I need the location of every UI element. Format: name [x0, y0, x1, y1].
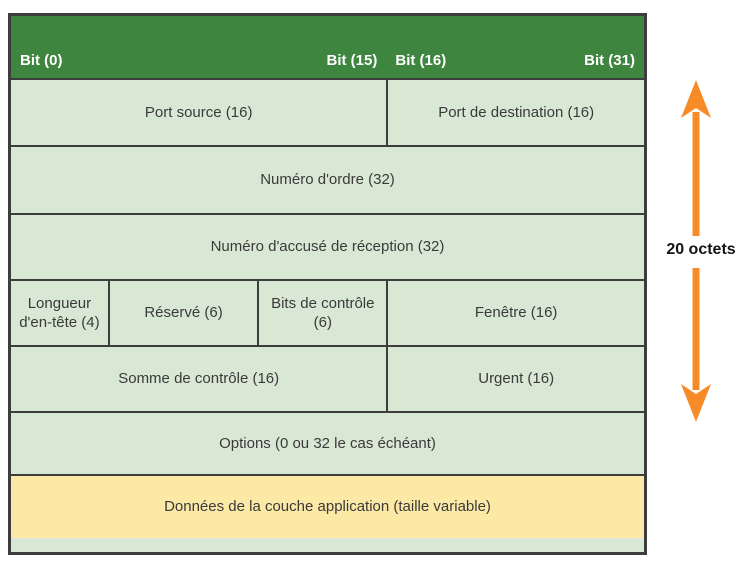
field-numero-ordre: Numéro d'ordre (32) — [11, 147, 644, 213]
bit-16-label: Bit (16) — [395, 52, 447, 69]
row-sequence-number: Numéro d'ordre (32) — [11, 145, 644, 213]
size-annotation-label: 20 octets — [666, 241, 736, 258]
field-somme-de-controle: Somme de contrôle (16) — [11, 347, 387, 411]
field-donnees-application: Données de la couche application (taille… — [11, 476, 644, 538]
row-checksum-urgent: Somme de contrôle (16) Urgent (16) — [11, 345, 644, 411]
tcp-header-table: Bit (0) Bit (15) Bit (16) Bit (31) Port … — [8, 13, 647, 555]
row-options: Options (0 ou 32 le cas échéant) — [11, 411, 644, 474]
field-urgent: Urgent (16) — [386, 347, 644, 411]
bit-0-label: Bit (0) — [20, 52, 63, 69]
field-reserve: Réservé (6) — [107, 281, 258, 345]
bit-ruler-header: Bit (0) Bit (15) Bit (16) Bit (31) — [11, 16, 644, 78]
field-bits-de-controle: Bits de contrôle (6) — [257, 281, 387, 345]
bit-15-label: Bit (15) — [326, 52, 378, 69]
bit-31-label: Bit (31) — [584, 52, 635, 69]
row-application-data: Données de la couche application (taille… — [11, 474, 644, 538]
field-longueur-en-tete: Longueur d'en-tête (4) — [11, 281, 108, 345]
up-arrowhead-icon — [681, 80, 711, 118]
field-numero-accuse-reception: Numéro d'accusé de réception (32) — [11, 215, 644, 279]
row-ack-number: Numéro d'accusé de réception (32) — [11, 213, 644, 279]
field-fenetre: Fenêtre (16) — [386, 281, 644, 345]
row-flags: Longueur d'en-tête (4) Réservé (6) Bits … — [11, 279, 644, 345]
bit-ruler-right-half: Bit (16) Bit (31) — [386, 16, 644, 78]
bit-ruler-left-half: Bit (0) Bit (15) — [11, 16, 386, 78]
down-arrowhead-icon — [681, 384, 711, 422]
field-port-destination: Port de destination (16) — [386, 80, 644, 145]
double-headed-arrow-icon — [681, 80, 711, 422]
field-options: Options (0 ou 32 le cas échéant) — [11, 413, 644, 474]
field-port-source: Port source (16) — [11, 80, 387, 145]
row-ports: Port source (16) Port de destination (16… — [11, 78, 644, 145]
